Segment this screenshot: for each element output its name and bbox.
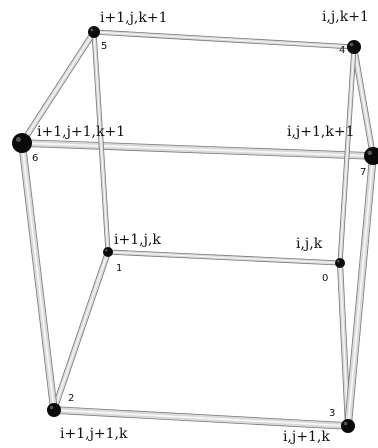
edge-highlight	[107, 251, 341, 264]
edge-highlight	[353, 46, 374, 157]
edge-6-7	[18, 139, 377, 160]
labels-layer: i,j,k 0 i+1,j,k 1 i+1,j+1,k 2 i,j+1,k 3 i,j,k+1 4…	[32, 9, 369, 445]
vertex-node-4	[347, 40, 361, 54]
vertex-sheen	[343, 421, 348, 426]
vertex-node-6	[12, 133, 32, 153]
edge-highlight	[339, 46, 355, 264]
vertex-index-7: 7	[360, 167, 366, 178]
vertex-sheen	[90, 28, 94, 32]
edge-highlight	[21, 142, 55, 411]
vertex-node-7	[364, 147, 378, 165]
edge-highlight	[93, 31, 355, 48]
edge-2-3	[50, 406, 352, 430]
edge-highlight	[93, 31, 109, 253]
vertex-label-1: i+1,j,k	[114, 232, 161, 248]
edge-highlight	[53, 251, 109, 411]
vertex-label-3: i,j+1,k	[283, 429, 330, 445]
vertex-index-5: 5	[101, 41, 107, 52]
edge-1-2	[50, 248, 112, 414]
vertex-sheen	[367, 150, 373, 156]
vertex-label-2: i+1,j+1,k	[60, 426, 128, 442]
vertex-sheen	[49, 405, 54, 410]
vertex-label-4: i,j,k+1	[322, 9, 369, 25]
edge-2-6	[18, 139, 58, 414]
vertex-label-6: i+1,j+1,k+1	[37, 124, 125, 140]
nodes-layer	[12, 26, 378, 433]
vertex-index-1: 1	[116, 263, 122, 274]
edge-highlight	[339, 262, 349, 427]
vertex-index-6: 6	[32, 153, 38, 164]
edge-0-4	[337, 44, 357, 266]
edge-7-4	[350, 43, 377, 160]
edge-5-6	[18, 28, 98, 147]
vertex-node-1	[103, 247, 113, 257]
vertex-sheen	[337, 260, 340, 263]
vertex-sheen	[349, 42, 354, 47]
vertex-sheen	[16, 137, 21, 142]
edge-4-5	[91, 29, 357, 50]
vertex-node-5	[88, 26, 100, 38]
vertex-sheen	[105, 249, 108, 252]
edge-highlight	[347, 155, 374, 427]
edge-3-0	[336, 259, 352, 430]
vertex-node-0	[335, 258, 345, 268]
vertex-index-2: 2	[68, 393, 74, 404]
edge-0-1	[105, 249, 343, 266]
vertex-index-4: 4	[339, 45, 345, 56]
vertex-node-2	[47, 403, 61, 417]
edge-3-7	[344, 152, 377, 430]
edge-highlight	[21, 31, 95, 144]
vertex-index-0: 0	[322, 273, 328, 284]
vertex-label-0: i,j,k	[296, 236, 323, 252]
vertex-index-3: 3	[329, 408, 335, 419]
vertex-label-7: i,j+1,k+1	[287, 124, 354, 140]
edge-highlight	[53, 409, 349, 427]
vertex-node-3	[341, 419, 355, 433]
edge-highlight	[21, 142, 374, 157]
edges-layer	[18, 28, 377, 430]
vertex-label-5: i+1,j,k+1	[100, 10, 167, 26]
edge-1-5	[91, 29, 111, 255]
